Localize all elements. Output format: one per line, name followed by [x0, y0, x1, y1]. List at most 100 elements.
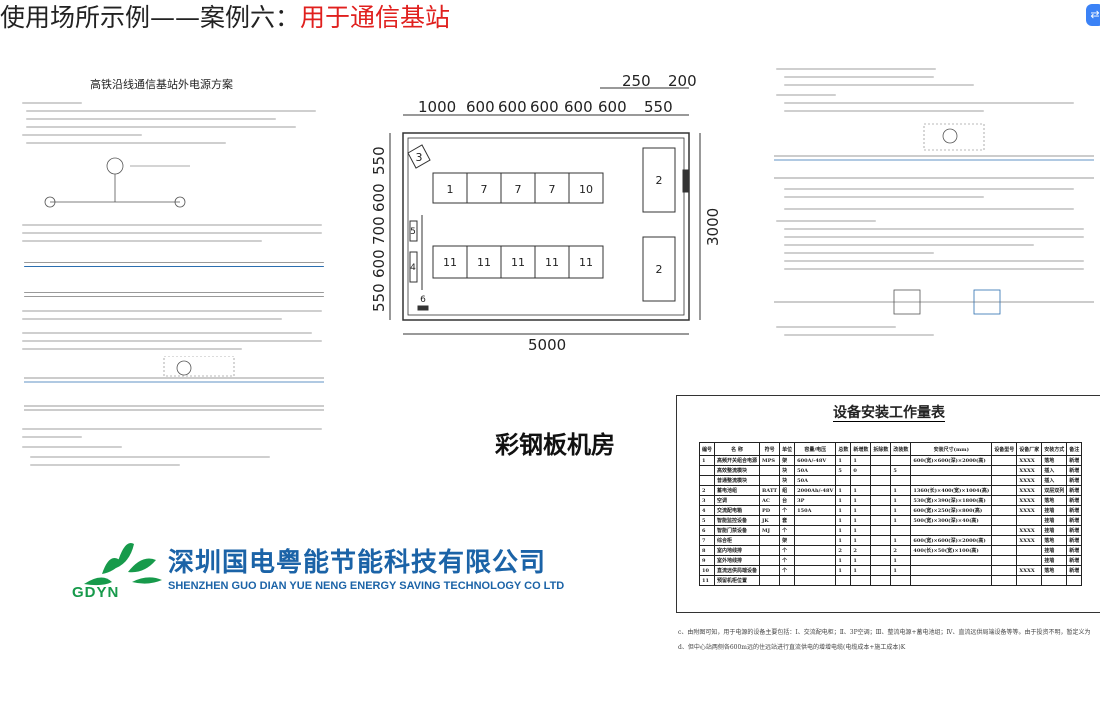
- table-cell: 1: [835, 515, 852, 526]
- rack-label: 7: [515, 183, 522, 196]
- network-diagram: [774, 123, 1094, 179]
- table-cell: [870, 505, 892, 516]
- table-cell: 落地: [1041, 495, 1068, 506]
- table-cell: 600(宽)×600(深)×2000(高): [910, 455, 993, 466]
- table-cell: [991, 545, 1018, 556]
- table-cell: [698, 475, 716, 486]
- table-cell: 1: [850, 495, 872, 506]
- table-cell: [910, 555, 993, 566]
- table-cell: [991, 475, 1018, 486]
- rack-label: 11: [443, 256, 457, 269]
- table-cell: [991, 565, 1018, 576]
- table-cell: 9: [698, 555, 716, 566]
- table-cell: 1: [850, 505, 872, 516]
- table-cell: XXXX: [1016, 465, 1043, 476]
- table-cell: 挂墙: [1041, 545, 1068, 556]
- ac-unit-label: 3: [416, 151, 423, 164]
- table-cell: [794, 555, 837, 566]
- table-cell: 600A/-48V: [794, 455, 837, 466]
- dim-top-6: 600: [598, 98, 627, 116]
- table-cell: [759, 575, 781, 586]
- table-cell: 2000Ah/-48V: [794, 485, 837, 496]
- table-cell: 高效整流模块: [714, 465, 761, 476]
- table-cell: [794, 535, 837, 546]
- table-cell: 块: [779, 465, 796, 476]
- table-cell: 1: [890, 485, 912, 496]
- table-cell: [759, 475, 781, 486]
- rack-label: 11: [511, 256, 525, 269]
- dim-left-4: 600: [370, 249, 388, 278]
- table-cell: 新增: [1066, 505, 1083, 516]
- table-cell: 1: [850, 515, 872, 526]
- table-cell: 150A: [794, 505, 837, 516]
- table-cell: 蓄电池组: [714, 485, 761, 496]
- table-cell: 1: [850, 535, 872, 546]
- rack-label: 10: [579, 183, 593, 196]
- table-cell: 新增: [1066, 465, 1083, 476]
- workload-table: 编号名 称符号单位容量/电压总数新增数拆除数改装数安装尺寸(mm)设备型号设备厂…: [698, 442, 1083, 586]
- dim-height: 3000: [704, 208, 722, 246]
- table-cell: 预留机柜位置: [714, 575, 761, 586]
- table-cell: 综合柜: [714, 535, 761, 546]
- table-cell: [910, 575, 993, 586]
- table-cell: [991, 485, 1018, 496]
- table-cell: [835, 475, 852, 486]
- table-cell: 新增: [1066, 555, 1083, 566]
- table-cell: [794, 565, 837, 576]
- table-cell: 3: [698, 495, 716, 506]
- table-cell: 落地: [1041, 455, 1068, 466]
- side-unit-label: 5: [410, 227, 416, 237]
- table-cell: 1360(长)×400(宽)×1004(高): [910, 485, 993, 496]
- table-cell: 挂墙: [1041, 525, 1068, 536]
- table-cell: XXXX: [1016, 485, 1043, 496]
- table-cell: [890, 575, 912, 586]
- table-cell: [870, 545, 892, 556]
- table-cell: 2: [698, 485, 716, 496]
- table-header-cell: 单位: [779, 442, 796, 456]
- table-cell: 1: [850, 555, 872, 566]
- table-cell: 挂墙: [1041, 505, 1068, 516]
- company-logo-icon: [84, 543, 162, 586]
- table-cell: 8: [698, 545, 716, 556]
- table-cell: 架: [779, 535, 796, 546]
- table-cell: 600(宽)×250(深)×800(高): [910, 505, 993, 516]
- table-cell: [870, 475, 892, 486]
- table-cell: 10: [698, 565, 716, 576]
- table-cell: [890, 455, 912, 466]
- dim-top-1: 1000: [418, 98, 456, 116]
- table-cell: 11: [698, 575, 716, 586]
- table-cell: [1016, 545, 1043, 556]
- table-header-cell: 备注: [1066, 442, 1083, 456]
- table-cell: 1: [835, 495, 852, 506]
- table-cell: 4: [698, 505, 716, 516]
- table-cell: 新增: [1066, 525, 1083, 536]
- table-title: 设备安装工作量表: [833, 405, 945, 422]
- slide-title-highlight: 用于通信基站: [300, 3, 451, 32]
- translate-icon[interactable]: ⇄: [1086, 4, 1100, 26]
- table-cell: [870, 485, 892, 496]
- unit-label: 2: [656, 174, 663, 187]
- table-cell: 1: [890, 565, 912, 576]
- table-cell: [890, 475, 912, 486]
- table-header-cell: 总数: [835, 442, 852, 456]
- table-cell: [910, 525, 993, 536]
- logo-mark-text: GDYN: [72, 584, 120, 601]
- rack-label: 1: [447, 183, 454, 196]
- table-cell: [910, 475, 993, 486]
- table-cell: 新增: [1066, 535, 1083, 546]
- table-cell: 挂墙: [1041, 555, 1068, 566]
- table-cell: 双层双列: [1041, 485, 1068, 496]
- table-cell: 台: [779, 495, 796, 506]
- table-cell: 个: [779, 565, 796, 576]
- table-header-cell: 安装方式: [1041, 442, 1068, 456]
- table-cell: [779, 575, 796, 586]
- table-cell: 6: [698, 525, 716, 536]
- table-cell: [910, 465, 993, 476]
